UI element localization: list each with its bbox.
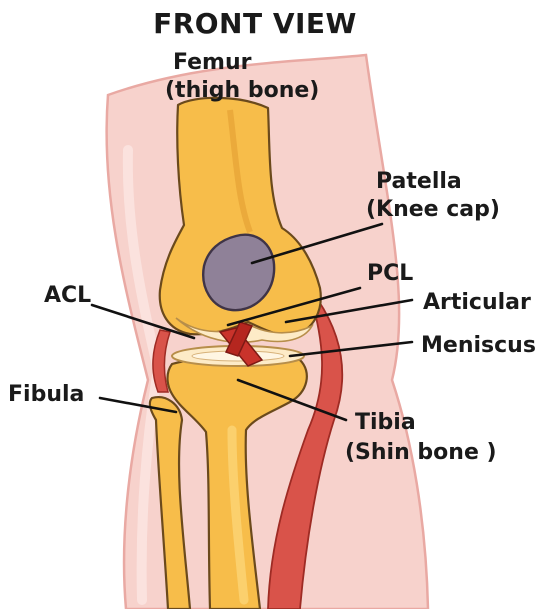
- leader-acl: [90, 303, 196, 340]
- leader-patella: [250, 222, 384, 265]
- label-tibia: Tibia: [355, 410, 416, 435]
- leader-articular: [284, 298, 414, 324]
- label-tibia-sub: (Shin bone ): [345, 440, 497, 465]
- patella-bone: [202, 233, 276, 312]
- leader-tibia: [236, 378, 348, 422]
- label-pcl: PCL: [367, 261, 413, 286]
- lateral-muscle: [267, 299, 344, 609]
- medial-muscle: [152, 329, 171, 393]
- diagram-title: FRONT VIEW: [153, 7, 357, 40]
- label-meniscus: Meniscus: [421, 333, 536, 358]
- femur-shading: [227, 109, 253, 234]
- label-femur: Femur: [173, 50, 252, 75]
- tibia-shading: [227, 425, 249, 605]
- pcl-ligament: [224, 321, 254, 357]
- fibula-bone: [148, 396, 192, 609]
- label-acl: ACL: [44, 283, 91, 308]
- leader-meniscus: [288, 340, 414, 358]
- leader-pcl: [226, 286, 362, 327]
- label-fibula: Fibula: [8, 382, 84, 407]
- label-femur-sub: (thigh bone): [165, 78, 319, 103]
- label-patella: Patella: [376, 169, 462, 194]
- label-patella-sub: (Knee cap): [366, 197, 500, 222]
- label-articular: Articular: [423, 290, 531, 315]
- leader-fibula: [98, 396, 178, 414]
